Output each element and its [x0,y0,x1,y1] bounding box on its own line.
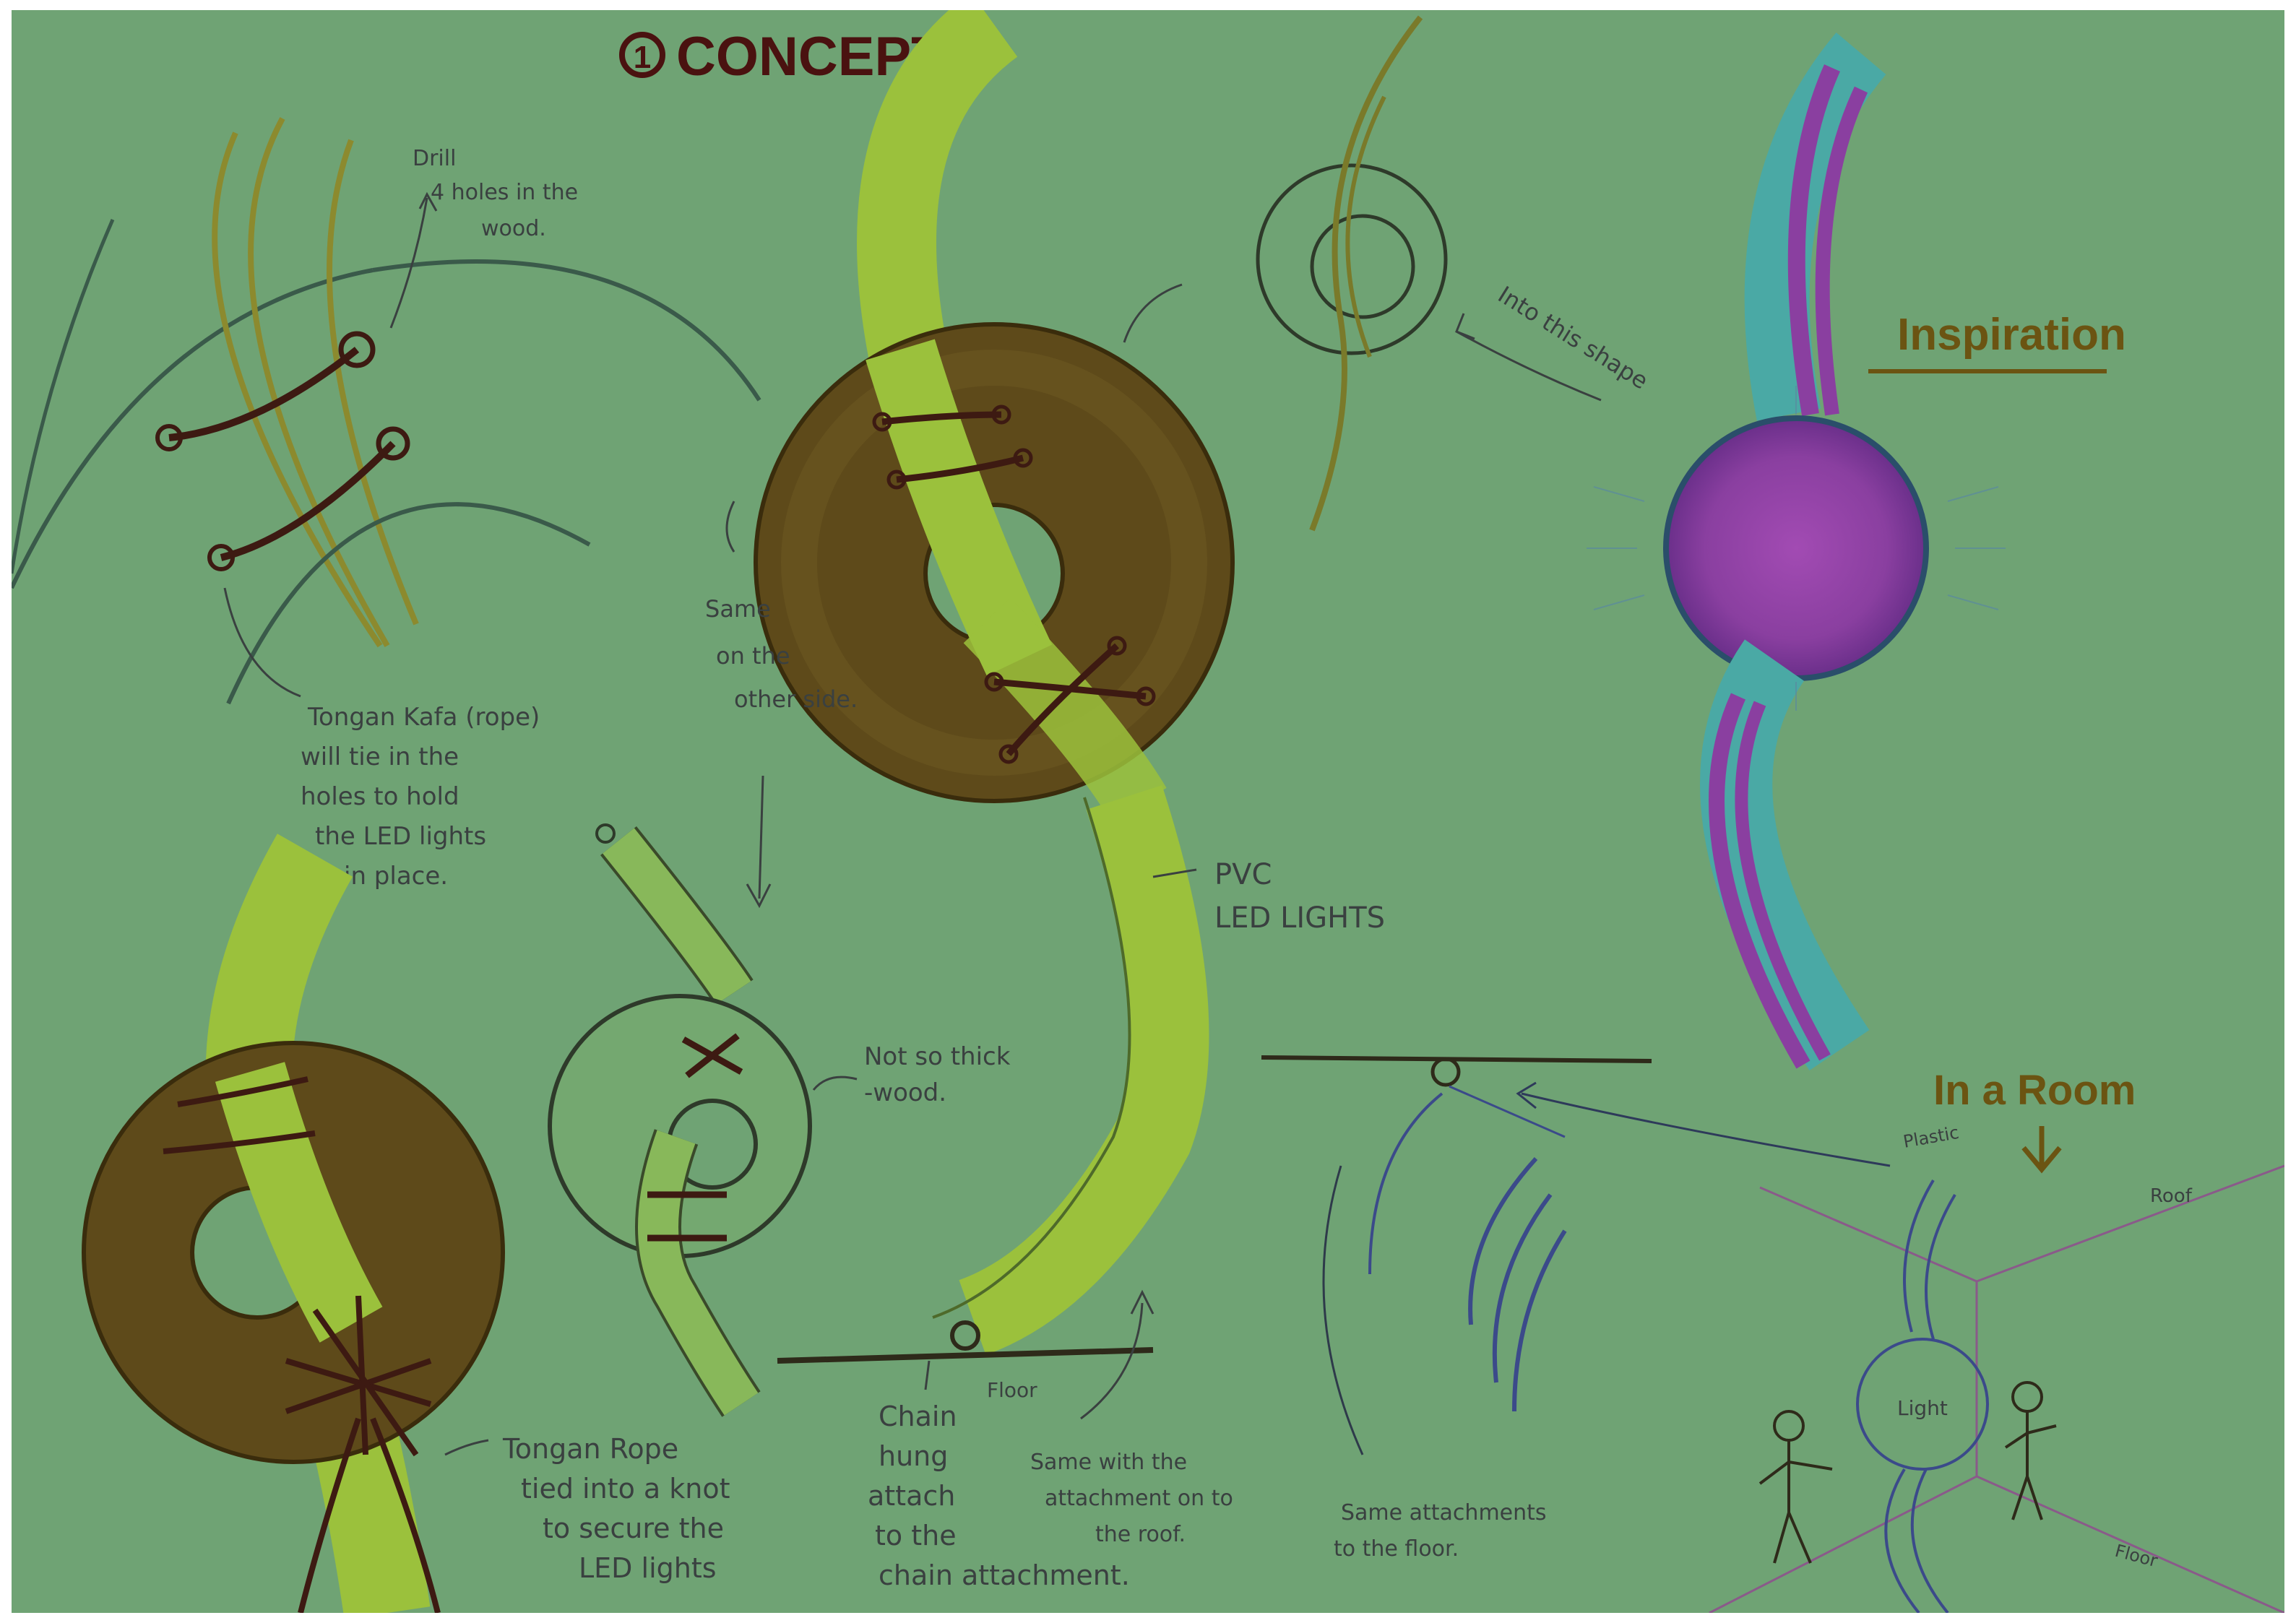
note-room-floor: Floor [2112,1541,2159,1572]
note-kafa: Tongan Kafa (rope) will tie in the holes… [301,703,548,891]
note-same-other-side-2: on the [716,642,790,670]
note-same-floor: Same attachments to the floor. [1334,1500,1553,1562]
knot-ring-sketch [84,855,503,1613]
note-light: Light [1897,1396,1948,1420]
heading-inspiration: Inspiration [1897,310,2126,360]
arrow-down-icon [2024,1126,2060,1169]
note-same-roof: Same with the attachment on to the roof. [1030,1450,1240,1547]
heading-in-a-room: In a Room [1933,1067,2136,1114]
wood-arcs-sketch [12,118,759,704]
thin-ring-sketch [550,825,857,1404]
note-roof: Roof [2150,1185,2193,1207]
note-drill: Drill 4 holes in the wood. [413,146,585,241]
sketch-sheet: 1 CONCEPT Drill 4 holes in the wood. Ton… [12,10,2284,1613]
inspiration-drawing [1587,53,2006,1065]
main-ring-sketch [727,25,1233,1419]
concept-sketch: 1 CONCEPT Drill 4 holes in the wood. Ton… [12,10,2284,1613]
shape-sketch [1258,17,1601,530]
note-tongan-rope: Tongan Rope tied into a knot to secure t… [502,1433,739,1584]
note-into-this-shape: Into this shape [1493,281,1653,395]
note-plastic: Plastic [1902,1122,1960,1152]
note-same-other-side: Same [705,595,771,623]
note-pvc: PVC LED LIGHTS [1214,858,1385,935]
title-number: 1 [634,40,651,75]
room-sketch [1709,1166,2284,1613]
hanging-light-sketch [1261,1057,1890,1455]
note-floor: Floor [987,1378,1037,1402]
note-not-so-thick: Not so thick -wood. [864,1042,1018,1107]
note-same-other-side-3: other side. [734,685,858,713]
